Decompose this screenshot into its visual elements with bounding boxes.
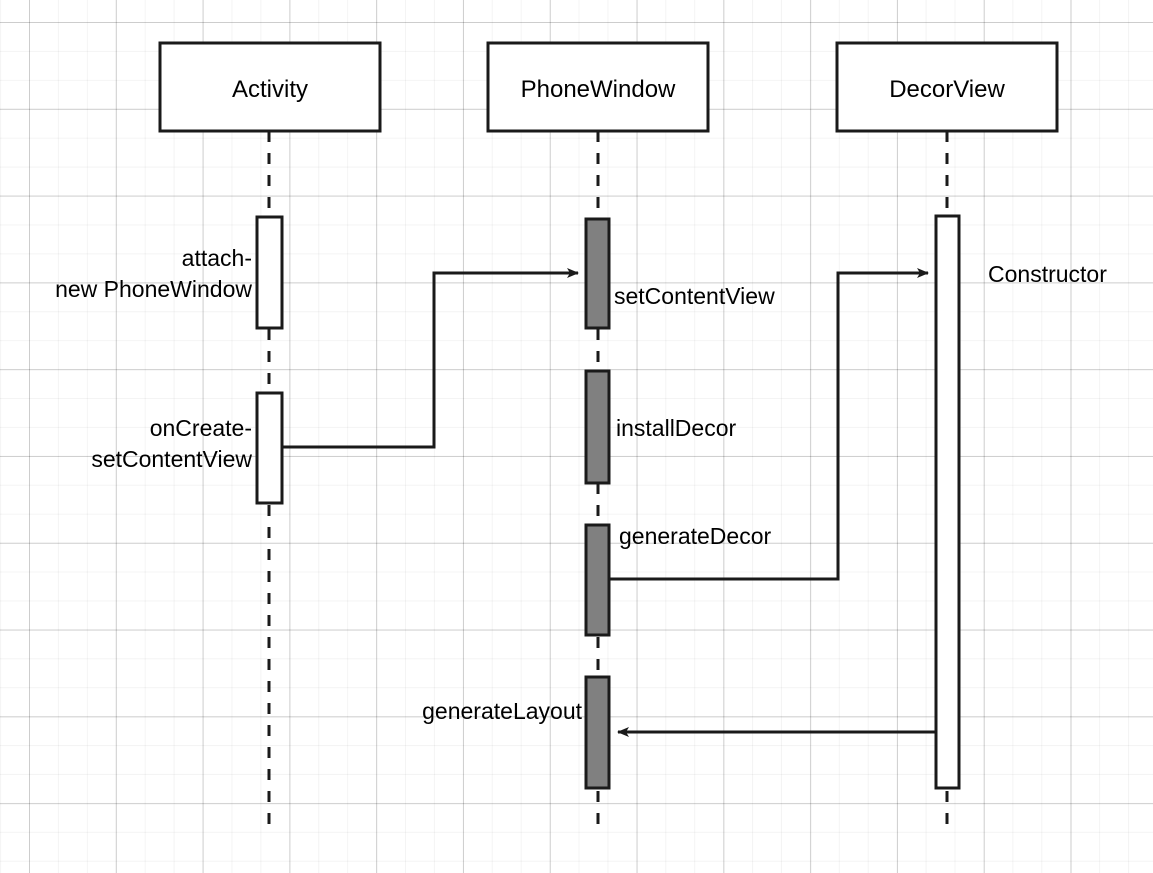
activation-decorview-constructor[interactable] <box>934 214 961 790</box>
message-label-constructor: Constructor <box>988 261 1107 287</box>
message-label-oncreate-setcontentview: onCreate-setContentView <box>91 415 252 472</box>
message-label-setcontentview: setContentView <box>614 283 775 309</box>
participant-label-phonewindow: PhoneWindow <box>520 76 676 103</box>
participant-boxes <box>158 41 1059 133</box>
participant-box-decorview[interactable] <box>835 41 1059 133</box>
participant-label-decorview: DecorView <box>889 76 1005 103</box>
participant-box-phonewindow[interactable] <box>486 41 710 133</box>
message-label-generatelayout: generateLayout <box>422 698 582 724</box>
activation-activity-attach[interactable] <box>255 215 284 330</box>
messages <box>282 268 936 737</box>
activation-phonewindow-installdecor[interactable] <box>584 369 611 485</box>
message-label-installdecor: installDecor <box>616 415 737 441</box>
message-generatedecor-to-constructor[interactable] <box>610 268 929 581</box>
participant-label-activity: Activity <box>231 76 308 103</box>
message-label-attach-new-phonewindow: attach-new PhoneWindow <box>55 245 252 302</box>
activation-phonewindow-generatedecor[interactable] <box>584 523 611 637</box>
message-oncreate-to-setcontentview[interactable] <box>282 268 579 449</box>
activation-activity-oncreate[interactable] <box>255 391 284 505</box>
activation-phonewindow-generatelayout[interactable] <box>584 675 611 790</box>
activation-phonewindow-setcontentview[interactable] <box>584 217 611 330</box>
message-label-generatedecor: generateDecor <box>619 523 772 549</box>
activation-bars <box>255 214 961 790</box>
participant-box-activity[interactable] <box>158 41 382 133</box>
